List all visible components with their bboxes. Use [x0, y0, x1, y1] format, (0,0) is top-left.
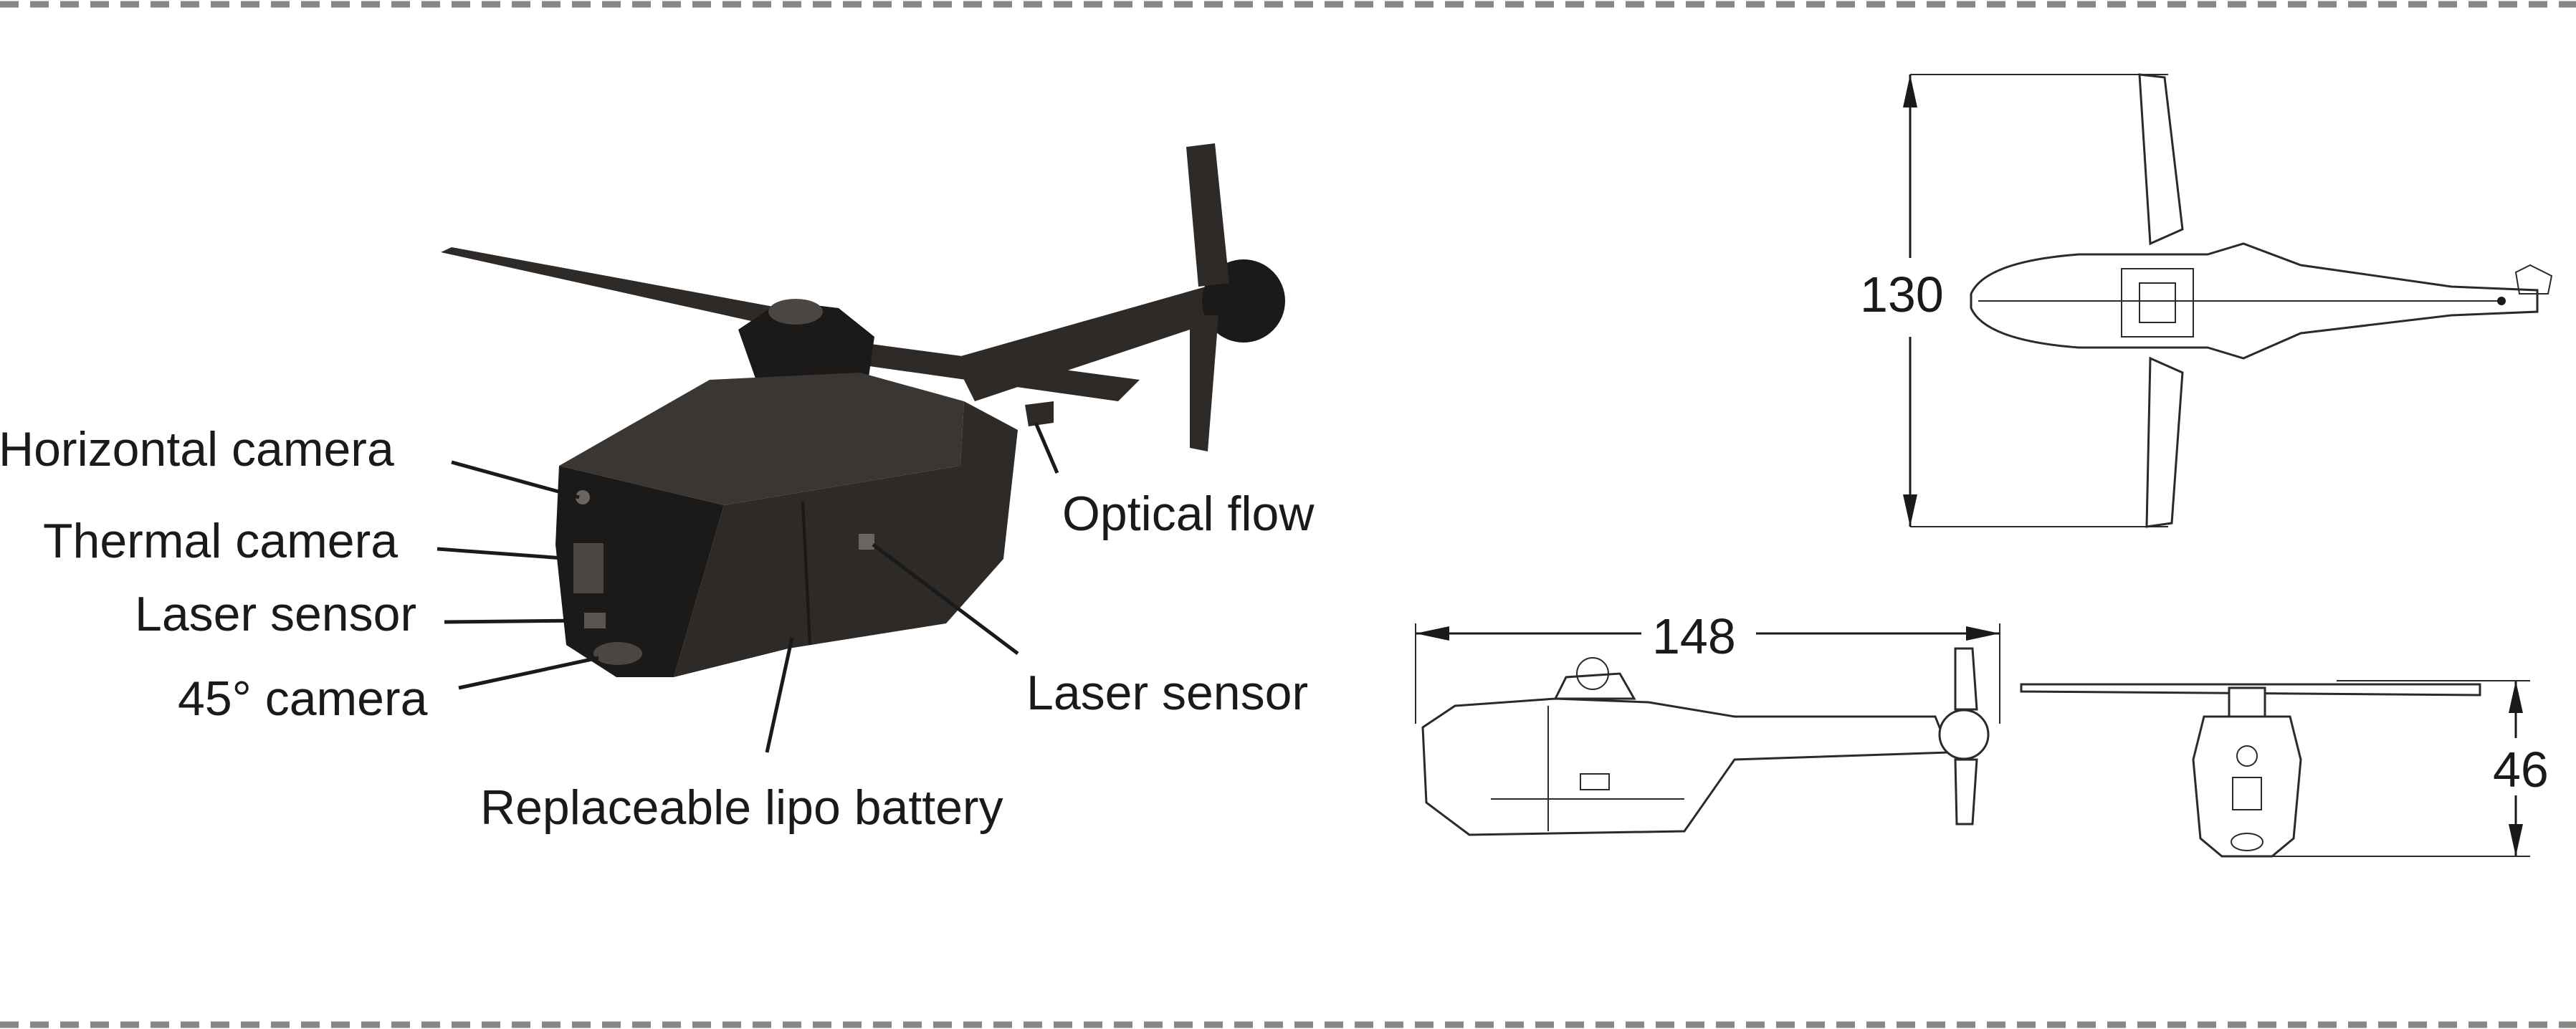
front-view-dim-label-bg — [2491, 738, 2548, 795]
top-view-dim-arrow-top — [1903, 75, 1917, 107]
fuselage-side — [674, 401, 1018, 677]
label-laser-sensor-side: Laser sensor — [1026, 666, 1308, 720]
front-view-dim-label: 46 — [2493, 742, 2549, 798]
side-view-sensor-window — [1580, 773, 1610, 790]
side-view-body — [1421, 697, 1952, 836]
front-view-dim-arrow-bottom — [2509, 824, 2523, 856]
side-view-dim-arrow-right — [1966, 626, 2000, 641]
front-view-dim-arrow-top — [2509, 681, 2523, 713]
label-horizontal-camera: Horizontal camera — [0, 422, 394, 477]
side-view-dim-label-bg — [1641, 606, 1756, 663]
side-view-tail-blade-down — [1954, 758, 1978, 825]
main-rotor-blade-left — [441, 247, 781, 326]
front-view-drawing: 46 — [2020, 680, 2549, 858]
leader-camera-45 — [458, 656, 599, 690]
label-thermal-camera: Thermal camera — [43, 514, 398, 568]
callout-labels: Horizontal camera Thermal camera Laser s… — [0, 422, 1315, 835]
tail-rotor-blade-up — [1186, 143, 1229, 287]
front-view-hub — [2228, 686, 2266, 718]
top-view-dim-arrow-bottom — [1903, 494, 1917, 527]
battery-seam — [801, 501, 811, 646]
front-view-45-camera — [2231, 833, 2263, 851]
label-camera-45: 45° camera — [178, 671, 428, 726]
rotor-head — [738, 301, 874, 391]
drone-render — [441, 143, 1285, 677]
thermal-camera-window — [573, 543, 604, 593]
leader-battery — [765, 637, 794, 753]
side-view-tail-hub — [1938, 709, 1990, 760]
top-view-blade-down — [2145, 356, 2184, 528]
label-battery: Replaceable lipo battery — [480, 780, 1003, 835]
front-view-thermal-camera — [2232, 777, 2262, 810]
top-view-tail-fin — [2514, 264, 2553, 295]
top-view-hub-inner — [2139, 282, 2176, 323]
top-view-dim-label: 130 — [1860, 267, 1944, 322]
laser-sensor-front-window — [584, 613, 606, 628]
leader-laser-sensor-side — [872, 543, 1019, 655]
side-view-rotor-head — [1553, 672, 1636, 700]
laser-sensor-side-window — [859, 534, 874, 550]
fuselage-top — [559, 373, 964, 505]
top-view-tail-pivot — [2497, 297, 2506, 305]
side-view-rotor-cap — [1576, 657, 1609, 690]
label-laser-sensor-front: Laser sensor — [135, 587, 416, 641]
front-view-body — [2192, 715, 2302, 858]
callout-leaders — [437, 422, 1059, 753]
top-view-dim-label-bg — [1853, 258, 1960, 337]
top-view-drawing: 130 — [1853, 73, 2553, 528]
front-view-horizontal-camera — [2236, 745, 2258, 767]
side-view-drawing: 148 — [1415, 606, 2000, 836]
optical-flow-sensor — [1025, 401, 1054, 426]
camera-45-lens — [593, 642, 642, 665]
label-optical-flow: Optical flow — [1062, 487, 1315, 541]
main-rotor-blade-right — [814, 337, 1140, 401]
side-view-dim-label: 148 — [1652, 608, 1736, 664]
leader-laser-sensor-front — [444, 618, 585, 624]
rotor-cap — [768, 299, 823, 325]
leader-optical-flow — [1034, 422, 1059, 474]
leader-thermal-camera — [437, 547, 574, 561]
tail-rotor-blade-down — [1190, 315, 1218, 451]
leader-horizontal-camera — [451, 460, 580, 499]
horizontal-camera-lens — [576, 490, 590, 504]
side-view-tail-blade-up — [1954, 647, 1978, 711]
side-view-dim-arrow-left — [1416, 626, 1449, 641]
top-view-hub — [2121, 268, 2194, 338]
top-view-blade-up — [2138, 73, 2184, 246]
